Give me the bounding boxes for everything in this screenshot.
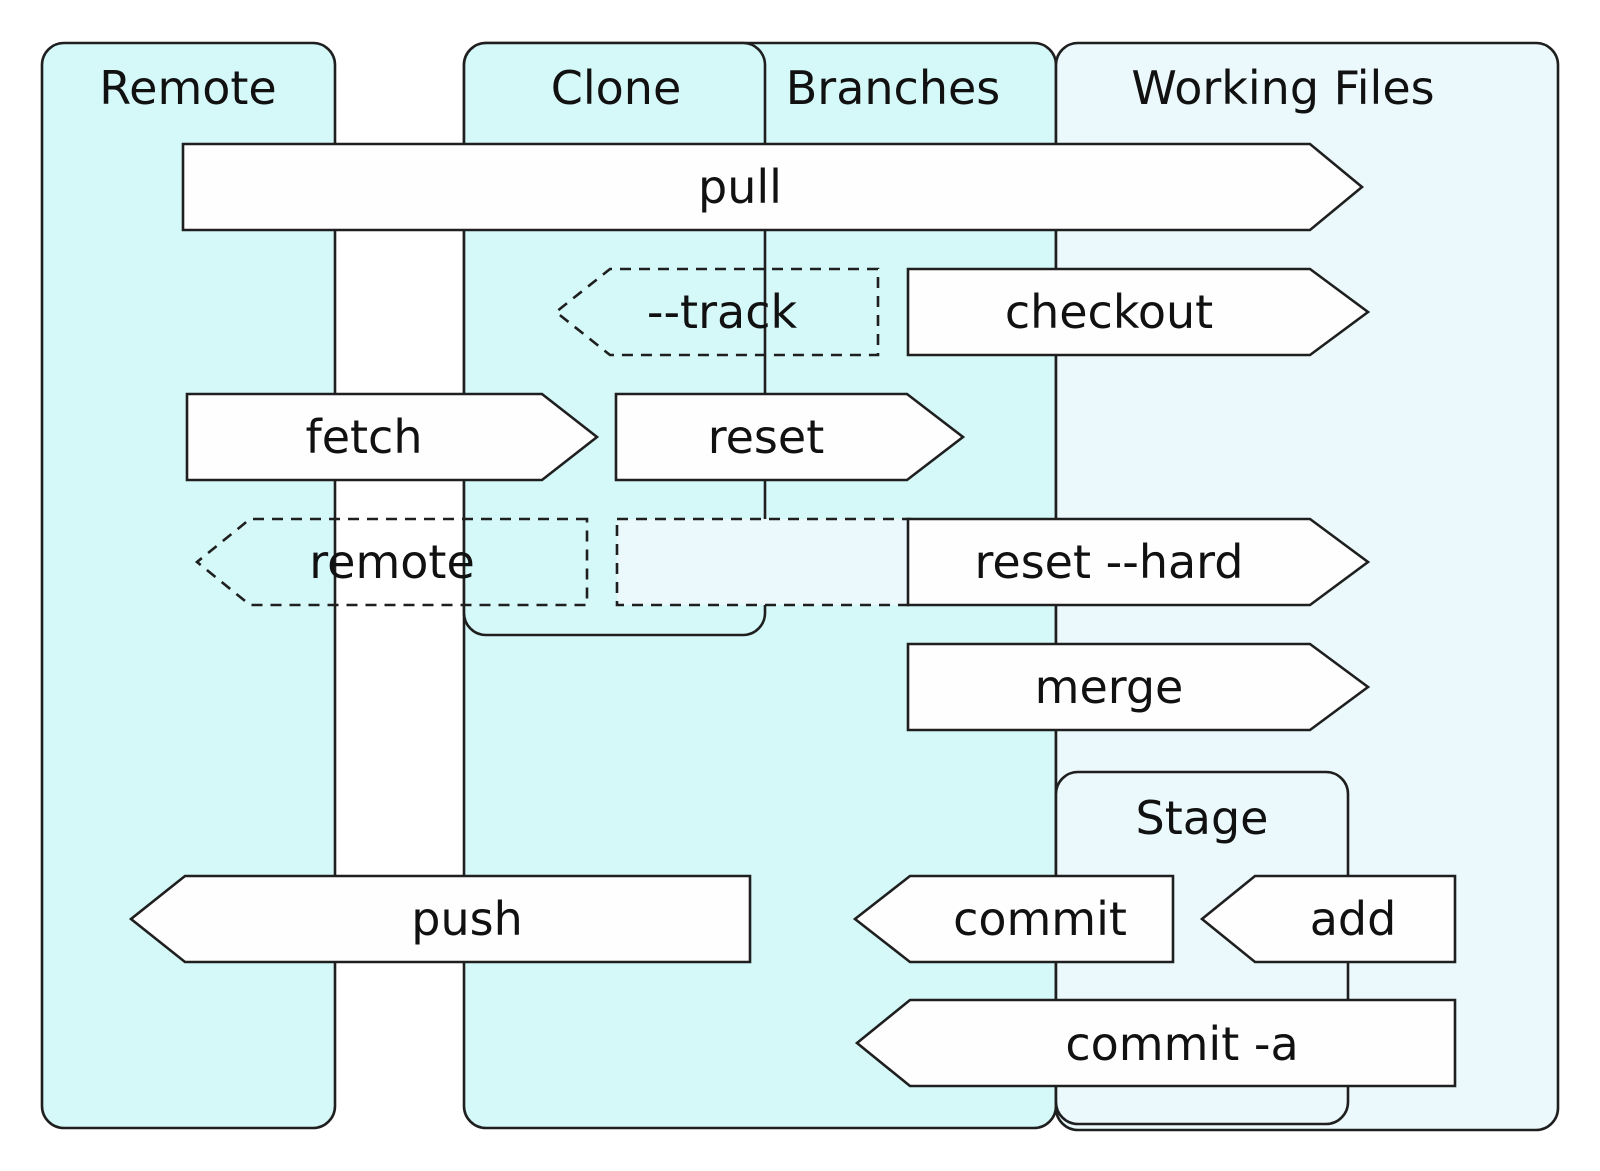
commit-a-arrow-shape (854, 998, 1457, 1088)
remote-column-label: Remote (99, 61, 277, 115)
remote-arrow-shape (194, 517, 589, 607)
dashed-link-rect (615, 517, 912, 607)
checkout-arrow-shape (906, 267, 1371, 357)
add-arrow-label: add (1310, 892, 1397, 946)
push-arrow-shape (128, 874, 752, 964)
reset-hard-arrow-label: reset --hard (975, 535, 1244, 589)
track-arrow-shape (553, 267, 880, 357)
pull-arrow-shape (181, 142, 1365, 232)
commit-a-arrow-label: commit -a (1065, 1017, 1298, 1071)
reset-hard-arrow-shape (906, 517, 1371, 607)
reset-arrow-label: reset (708, 410, 825, 464)
push-arrow-label: push (411, 892, 522, 946)
clone-box-label: Clone (551, 61, 682, 115)
reset-arrow-shape (614, 392, 966, 482)
remote-arrow-label: remote (309, 535, 475, 589)
checkout-arrow-label: checkout (1005, 285, 1213, 339)
branches-column-label: Branches (786, 61, 1001, 115)
remote-column (40, 41, 337, 1130)
merge-arrow-shape (906, 642, 1371, 732)
add-arrow-shape (1199, 874, 1457, 964)
pull-arrow-label: pull (698, 160, 782, 214)
fetch-arrow-shape (185, 392, 600, 482)
commit-arrow-shape (852, 874, 1175, 964)
working-files-column-label: Working Files (1131, 61, 1434, 115)
stage-box-label: Stage (1136, 791, 1269, 845)
merge-arrow-label: merge (1035, 660, 1184, 714)
track-arrow-label: --track (647, 285, 798, 339)
fetch-arrow-label: fetch (306, 410, 423, 464)
commit-arrow-label: commit (953, 892, 1127, 946)
